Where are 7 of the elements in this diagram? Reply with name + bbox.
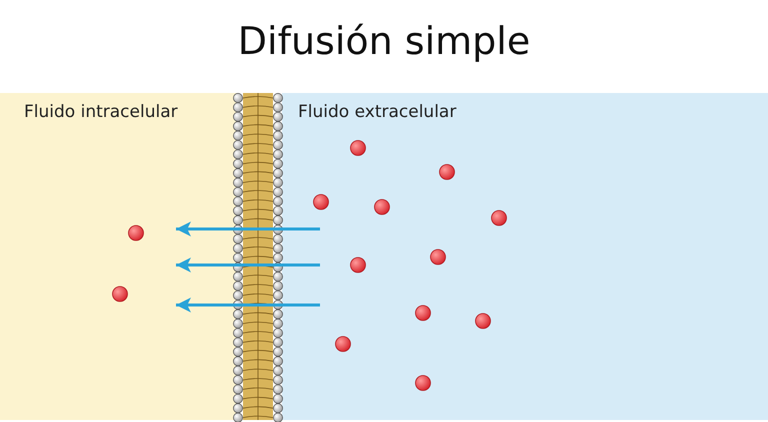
fluid-region bbox=[282, 93, 768, 420]
diagram-title: Difusión simple bbox=[238, 18, 530, 65]
arrow bbox=[176, 258, 320, 272]
fluid-region bbox=[0, 93, 238, 420]
region-label: Fluido intracelular bbox=[24, 102, 178, 122]
region-label: Fluido extracelular bbox=[298, 102, 456, 122]
arrow bbox=[176, 222, 320, 236]
